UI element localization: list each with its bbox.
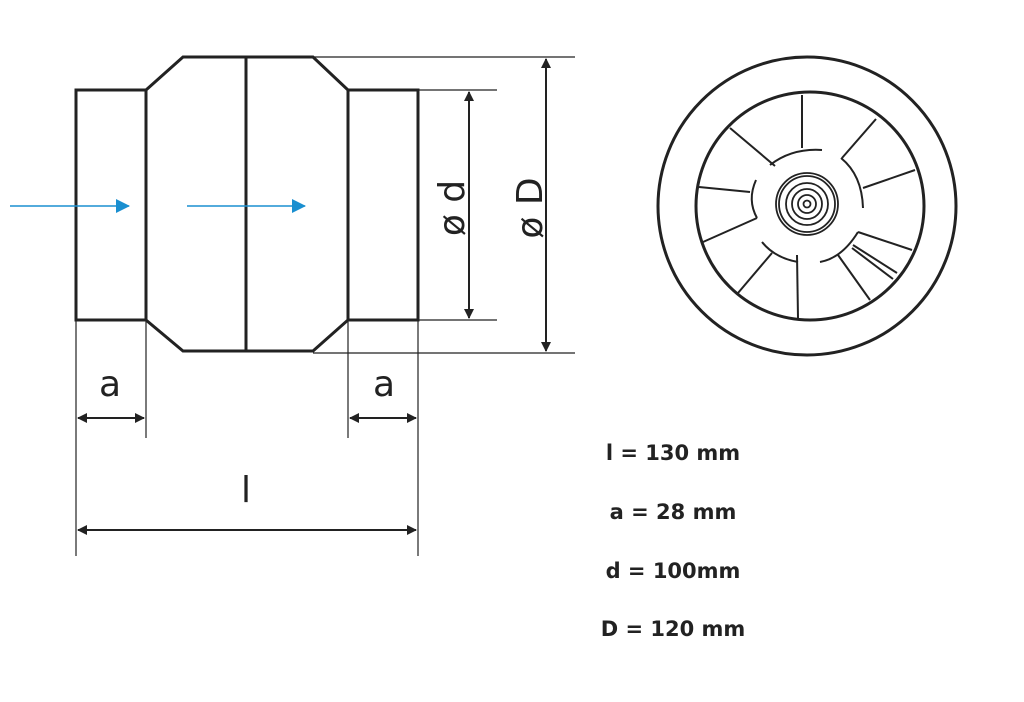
side-view: [74, 55, 420, 353]
a-right-label: a: [373, 364, 395, 405]
l-label: l: [241, 470, 251, 511]
spec-D: D = 120 mm: [600, 617, 746, 641]
inlet-pipe: [74, 88, 148, 322]
front-view: [656, 55, 958, 357]
blades: [698, 95, 916, 319]
D-label: ø D: [510, 177, 551, 238]
spec-length: l = 130 mm: [605, 441, 741, 465]
outer-ring: [656, 55, 958, 357]
a-left-label: a: [99, 364, 121, 405]
spec-d: d = 100mm: [605, 559, 741, 583]
spec-a: a = 28 mm: [609, 500, 737, 524]
hub: [775, 172, 839, 236]
d-label: ø d: [432, 180, 473, 236]
outlet-pipe: [346, 88, 420, 322]
inner-ring: [694, 90, 926, 322]
dimension-lines: [75, 56, 575, 556]
